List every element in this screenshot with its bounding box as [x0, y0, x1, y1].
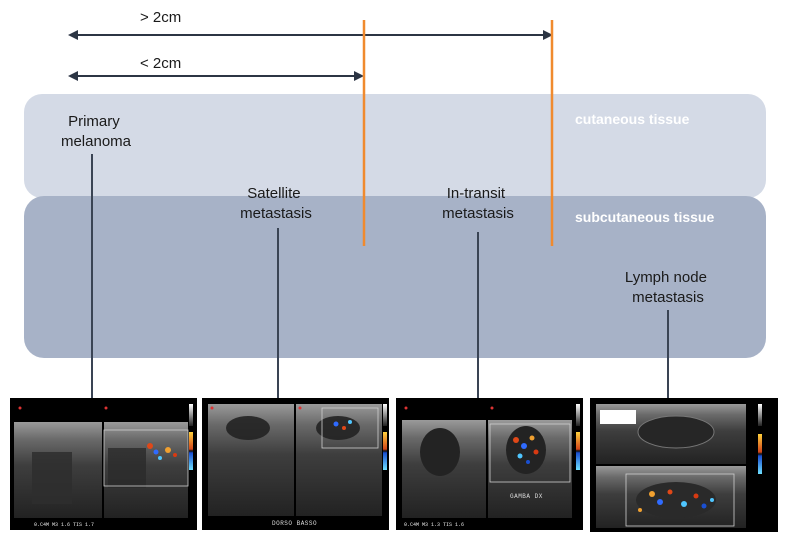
ultrasound-caption-dorso: DORSO BASSO	[272, 520, 317, 527]
subcutaneous-label: subcutaneous tissue	[575, 209, 714, 225]
ultrasound-image-lymph-node	[590, 398, 778, 532]
primary-melanoma-label: Primary melanoma	[61, 113, 132, 150]
satellite-metastasis-label: Satellite metastasis	[240, 185, 312, 222]
ultrasound-caption-gamba: GAMBA DX	[510, 493, 543, 500]
lymph-node-metastasis-label: Lymph node metastasis	[625, 269, 711, 306]
ultrasound-image-satellite: DORSO BASSO	[202, 398, 389, 530]
connector-lines	[91, 154, 669, 398]
cutaneous-label: cutaneous tissue	[575, 111, 690, 127]
far-distance-arrow	[68, 30, 553, 40]
near-distance-label: < 2cm	[140, 55, 181, 72]
near-distance-arrow	[68, 71, 364, 81]
in-transit-metastasis-label: In-transit metastasis	[442, 185, 514, 222]
cutaneous-band	[24, 94, 766, 198]
svg-text:0.C4M M3 1.6 TIS 1.7: 0.C4M M3 1.6 TIS 1.7	[34, 522, 94, 528]
ultrasound-image-in-transit: GAMBA DX 0.C4M M3 1.3 TIS 1.6	[396, 398, 583, 530]
far-distance-label: > 2cm	[140, 9, 181, 26]
subcutaneous-band	[24, 196, 766, 358]
svg-text:0.C4M M3 1.3 TIS 1.6: 0.C4M M3 1.3 TIS 1.6	[404, 522, 464, 528]
ultrasound-image-primary: 0.C4M M3 1.6 TIS 1.7	[10, 398, 197, 530]
